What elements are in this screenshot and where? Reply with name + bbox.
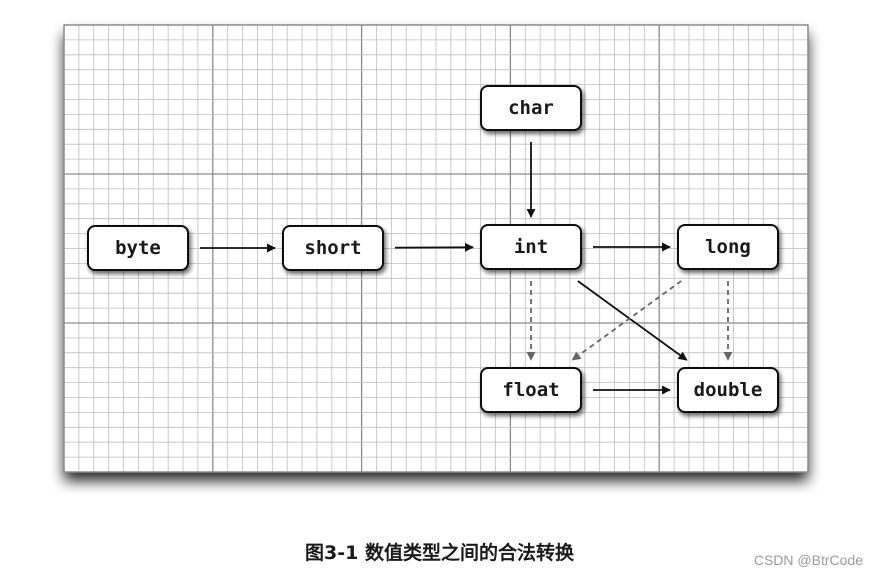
node-long: long — [677, 224, 779, 270]
node-short: short — [282, 225, 384, 271]
edges — [200, 142, 733, 395]
node-box — [480, 85, 582, 131]
node-label: int — [514, 236, 548, 258]
node-char: char — [480, 85, 582, 131]
node-box — [282, 225, 384, 271]
watermark: CSDN @BtrCode — [753, 552, 863, 568]
node-box — [677, 224, 779, 270]
node-label: byte — [115, 237, 161, 259]
arrow-long-to-float — [571, 280, 682, 361]
node-box — [677, 367, 779, 413]
node-float: float — [480, 367, 582, 413]
nodes: char byte short int long float double — [87, 85, 779, 413]
node-int: int — [480, 224, 582, 270]
node-double: double — [677, 367, 779, 413]
node-label: double — [694, 379, 763, 401]
figure-caption: 图3-1 数值类型之间的合法转换 — [305, 542, 574, 564]
node-label: float — [502, 379, 559, 401]
node-label: char — [508, 97, 554, 119]
conversion-diagram: char byte short int long float double — [63, 24, 809, 473]
node-box — [87, 225, 189, 271]
node-box — [480, 367, 582, 413]
arrow-int-to-double — [577, 280, 688, 361]
node-label: short — [304, 237, 361, 259]
node-box — [480, 224, 582, 270]
node-byte: byte — [87, 225, 189, 271]
node-label: long — [705, 236, 751, 258]
